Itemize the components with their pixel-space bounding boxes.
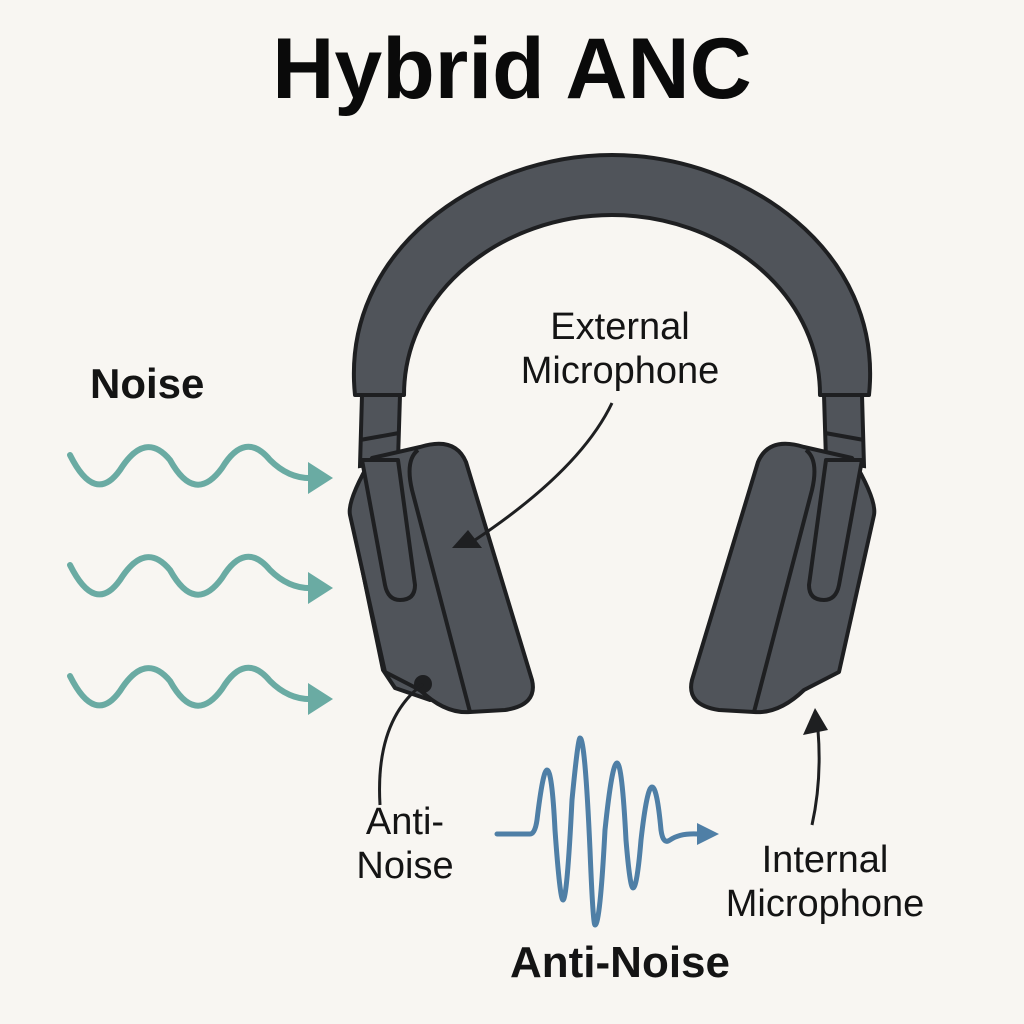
anti-noise-line1: Anti- [365,801,445,843]
internal-mic-line1: Internal [761,839,889,881]
external-microphone-label: External Microphone [480,305,760,393]
external-mic-line2: Microphone [520,350,720,392]
pointer-arrow-icon [378,402,821,826]
internal-mic-line2: Microphone [725,883,925,925]
page-title: Hybrid ANC [272,21,752,117]
headband [351,153,873,397]
noise-label: Noise [90,360,205,407]
anti-noise-speaker-label: Anti- Noise [320,800,490,888]
anti-noise-wave-arrow-icon [494,735,719,928]
internal-mic-arrowhead [803,708,828,735]
headphones-icon [347,153,877,715]
right-slider [821,393,867,469]
anti-noise-wave-label: Anti-Noise [510,938,730,987]
noise-arrowheads [308,462,333,715]
external-mic-arrowhead [452,530,482,548]
internal-microphone-label: Internal Microphone [690,838,960,926]
anti-noise-line2: Noise [356,845,454,887]
noise-wave-arrow-icon [67,443,318,709]
external-mic-line1: External [550,306,690,348]
